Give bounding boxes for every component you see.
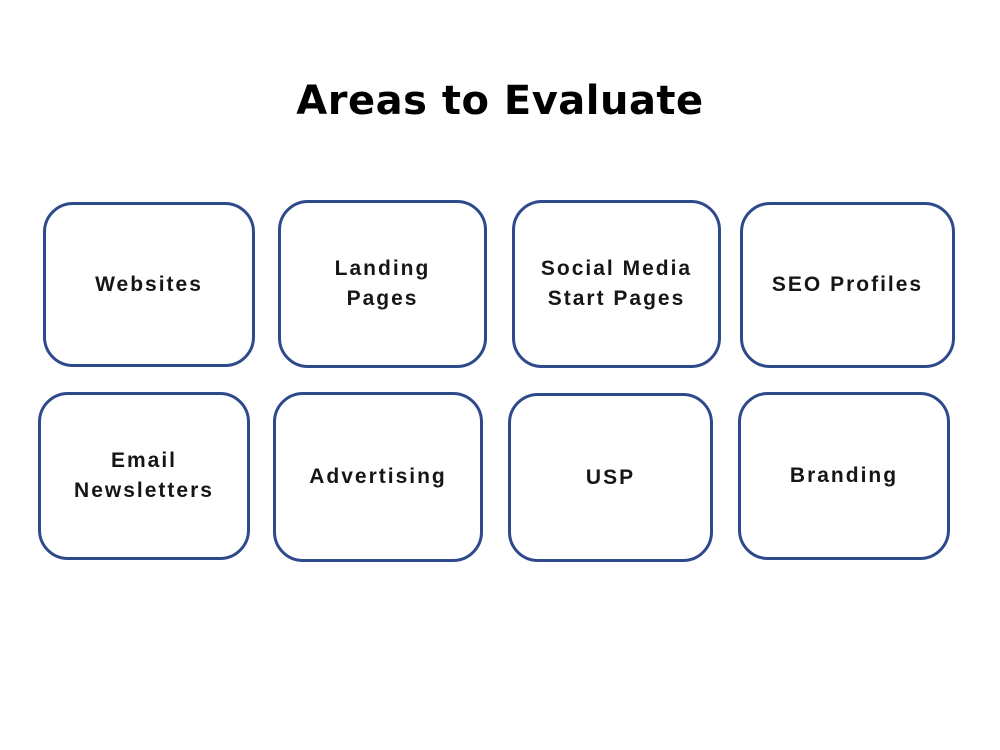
box-websites: Websites	[43, 202, 255, 367]
box-label-usp: USP	[585, 465, 636, 489]
box-landing-pages: Landing Pages	[278, 200, 487, 368]
box-label-social-media-start-pages: Social Media Start Pages	[540, 257, 693, 310]
box-email-newsletters: Email Newsletters	[38, 392, 250, 560]
box-label-email-newsletters: Email Newsletters	[74, 449, 214, 502]
box-label-branding: Branding	[789, 464, 899, 487]
box-label-landing-pages: Landing Pages	[334, 257, 431, 310]
box-seo-profiles: SEO Profiles	[740, 202, 955, 368]
box-advertising: Advertising	[273, 392, 483, 562]
page-title: Areas to Evaluate	[296, 78, 704, 124]
box-label-advertising: Advertising	[309, 465, 447, 488]
box-label-websites: Websites	[95, 272, 203, 296]
box-label-seo-profiles: SEO Profiles	[771, 273, 924, 296]
box-usp: USP	[508, 393, 713, 562]
box-social-media-start-pages: Social Media Start Pages	[512, 200, 721, 368]
box-branding: Branding	[738, 392, 950, 560]
